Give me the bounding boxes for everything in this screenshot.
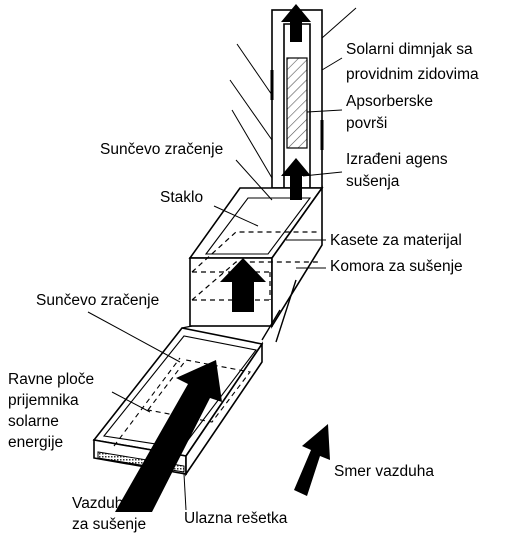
label-intake-grille: Ulazna rešetka <box>184 510 288 527</box>
chamber-side-face <box>271 185 323 329</box>
leader-line <box>235 159 273 201</box>
radiation-ray <box>321 7 357 39</box>
duct-edge <box>261 309 281 341</box>
chimney-air-arrow <box>281 158 311 200</box>
absorber-plate-outline <box>147 359 251 423</box>
cassette-outline <box>191 231 320 273</box>
intake-air-arrow <box>115 360 222 512</box>
label-solar-chimney: Solarni dimnjak sa providnim zidovima <box>346 41 479 83</box>
leader-lines <box>87 57 343 511</box>
chamber-front-face <box>189 257 273 327</box>
label-solar-radiation-top: Sunčevo zračenje <box>100 141 223 158</box>
leader-line <box>321 57 343 71</box>
label-drying-agent: Izrađeni agens sušenja <box>346 151 452 190</box>
label-material-cassettes: Kasete za materijal <box>330 232 462 249</box>
label-solar-radiation-mid: Sunčevo zračenje <box>36 292 159 309</box>
cassette-outline <box>191 261 320 301</box>
exhaust-air-arrow <box>281 4 311 42</box>
leader-line <box>183 473 187 511</box>
glass-cover <box>204 197 312 255</box>
radiation-ray <box>231 109 273 179</box>
absorber-plate-outline <box>113 357 181 447</box>
label-intake-air: Vazduh za sušenje <box>72 495 146 533</box>
airflow-arrows <box>115 4 330 512</box>
collector-side-face <box>185 341 263 477</box>
label-air-direction: Smer vazduha <box>334 463 434 480</box>
air-direction-legend-arrow <box>294 424 330 496</box>
leader-line <box>302 171 343 177</box>
leader-line <box>306 109 343 113</box>
leader-line <box>111 391 151 413</box>
chimney-rays <box>229 7 357 179</box>
absorber-surface <box>286 57 308 149</box>
drying-chamber <box>188 185 324 329</box>
label-absorber-surfaces: Apsorberske površi <box>346 93 437 132</box>
absorber-plates <box>113 357 251 447</box>
radiation-ray <box>236 43 273 96</box>
radiation-ray <box>229 79 273 141</box>
leader-line <box>87 311 181 363</box>
label-drying-chamber: Komora za sušenje <box>330 258 463 275</box>
chamber-air-arrow <box>220 258 266 312</box>
label-flat-plate-collectors: Ravne ploče prijemnika solarne energije <box>8 371 98 451</box>
leader-line <box>213 205 259 227</box>
duct-edge <box>275 279 297 343</box>
label-glass: Staklo <box>160 189 203 206</box>
